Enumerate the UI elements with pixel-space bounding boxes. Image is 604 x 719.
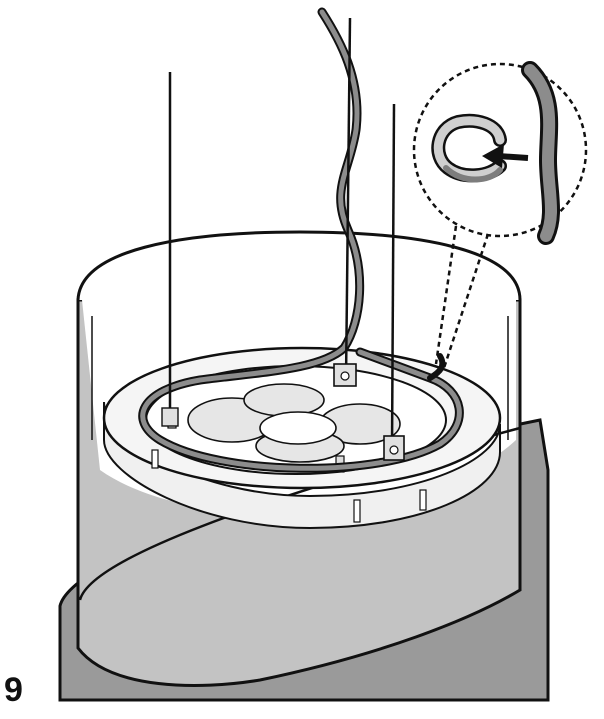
wire-brackets <box>161 363 405 461</box>
insert-arrow-icon <box>482 144 529 168</box>
callout-leader <box>442 233 490 369</box>
bracket-left <box>161 407 179 427</box>
power-cable <box>138 7 464 473</box>
step-number: 9 <box>4 671 23 709</box>
plate-slot <box>419 489 427 511</box>
plate-slot <box>353 499 361 523</box>
plate-slot <box>151 449 159 469</box>
arrow-head <box>482 144 504 168</box>
cable-tail <box>427 353 446 381</box>
detail-cable-core <box>524 64 557 242</box>
wire-right <box>390 103 396 451</box>
bracket-right-screw <box>389 445 399 455</box>
cable-drop-core <box>140 9 462 471</box>
suspension-wires <box>168 17 396 451</box>
clip-body-core <box>433 116 505 180</box>
clip-bottom-shade <box>443 165 503 183</box>
bracket-center-screw <box>340 371 350 381</box>
clip-detail-callout <box>412 61 588 369</box>
arrow-shaft <box>497 153 529 161</box>
wire-center <box>344 17 352 381</box>
plate-center <box>259 411 337 445</box>
cable-clip <box>431 113 507 183</box>
plate-cutout-top <box>243 383 325 417</box>
